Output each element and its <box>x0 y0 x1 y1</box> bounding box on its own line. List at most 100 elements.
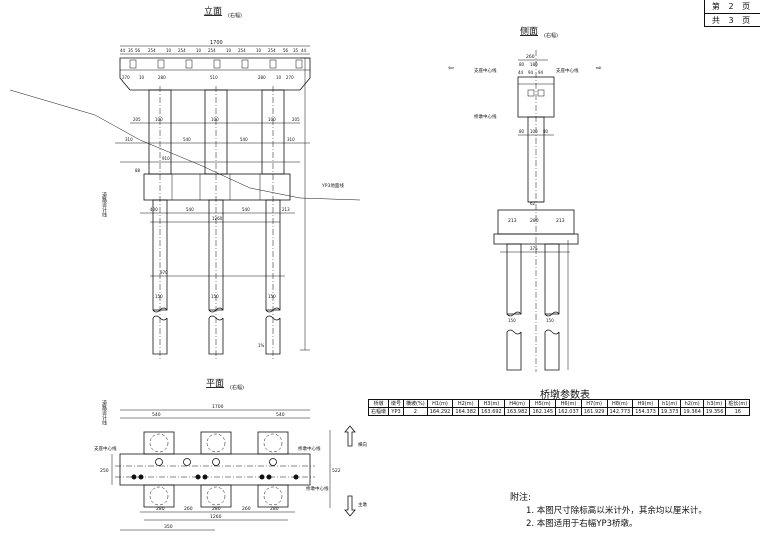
front-piles <box>152 199 281 355</box>
plan-bearings <box>131 458 299 480</box>
side-col-dim: 80 <box>519 129 525 134</box>
note-item: 2. 本图适用于右幅YP3桥墩。 <box>526 519 638 529</box>
note-item: 1. 本图尺寸除标高以米计外，其余均以厘米计。 <box>526 506 707 516</box>
side-right-arrow: ⇨ <box>596 64 602 72</box>
plan-bottom-dim: 280 <box>156 506 165 512</box>
param-header-cell: H8(m) <box>606 399 634 408</box>
front-dim-total: 1700 <box>210 40 223 46</box>
param-header-cell: H4(m) <box>503 399 531 408</box>
side-pier-center-label: 桥墩中心线 <box>474 113 497 120</box>
param-header-cell: H6(m) <box>555 399 582 408</box>
plan-direction-arrows: 横向 主墩 <box>344 425 367 517</box>
front-cap-dim: 280 <box>158 75 166 80</box>
param-header-cell: h3(m) <box>702 399 727 408</box>
front-pile-dims: 970 150 150 150 <box>150 270 285 299</box>
param-cell: 163.692 <box>478 407 505 416</box>
front-col-dim: 540 <box>183 137 191 142</box>
param-table-row: 右幅墩 YP3 2 164.292 164.382 163.692 163.98… <box>367 407 751 416</box>
param-header-cell: H7(m) <box>580 399 608 408</box>
front-top-dim: 10 <box>256 48 262 53</box>
param-header-cell: H1(m) <box>426 399 454 408</box>
param-header-cell: H2(m) <box>452 399 480 408</box>
param-cell: 19.356 <box>702 407 727 416</box>
param-cell: 右幅墩 <box>367 407 390 416</box>
front-mid-dim: 205 <box>133 117 141 122</box>
front-top-dim: 10 <box>196 48 202 53</box>
page-current: 第 2 页 <box>705 0 760 14</box>
front-beam-dim: 400 <box>150 207 158 212</box>
param-header-cell: 桩长(m) <box>725 399 751 408</box>
param-cell: 142.773 <box>606 407 634 416</box>
front-top-dim: 10 <box>166 48 172 53</box>
side-pile-dim: 150 <box>546 318 554 323</box>
notes: 附注: 1. 本图尺寸除标高以米计外，其余均以厘米计。 2. 本图适用于右幅YP… <box>510 492 707 531</box>
plan-pile-caps <box>143 431 289 508</box>
side-pile-dim: 150 <box>508 318 516 323</box>
page-number-box: 第 2 页 共 3 页 <box>704 0 760 27</box>
param-cell: 164.292 <box>426 407 454 416</box>
front-mid-dims: 205 100 100 100 205 310 540 540 310 910 … <box>115 117 310 173</box>
side-beam-dim: 213 <box>556 218 565 224</box>
notes-heading: 附注: <box>510 493 532 503</box>
side-pile-left <box>506 243 522 315</box>
front-col-dim: 310 <box>287 137 295 142</box>
front-ground-line <box>9 89 361 201</box>
front-view: 立面 (右幅) 1700 44 35 56 254 10 254 10 254 … <box>9 5 361 360</box>
plan-road-line-label: 道路设计线 <box>101 399 107 425</box>
param-table-title: 桥墩参数表 <box>540 390 590 401</box>
param-cell: 154.373 <box>632 407 659 416</box>
front-tie-beam <box>143 173 291 201</box>
side-beam-width: 375 <box>530 246 538 251</box>
front-pile-dim: 970 <box>160 270 168 275</box>
front-cap-dims: 270 10 280 510 280 10 270 <box>122 75 294 80</box>
side-top-dim: 260 <box>526 54 535 60</box>
front-cap-dim: 10 <box>139 75 145 80</box>
param-cell: 19.373 <box>657 407 682 416</box>
front-ground-label: YP3地面线 <box>321 182 344 189</box>
plan-view-title: 平面 <box>206 378 224 389</box>
side-col-dim: 100 <box>530 129 538 134</box>
front-mid-dim: 100 <box>268 117 276 122</box>
page-total: 共 3 页 <box>711 16 754 25</box>
side-beam-dim: 280 <box>530 218 539 224</box>
side-left-arrow: ⇦ <box>448 64 454 72</box>
front-pile-dim: 150 <box>155 294 163 299</box>
side-bearing-label: 支座中心线 <box>474 67 497 74</box>
front-top-dim: 254 <box>268 48 276 53</box>
plan-side-dim: 250 <box>100 468 109 474</box>
front-cap-beam <box>119 57 311 91</box>
front-top-dim: 254 <box>238 48 246 53</box>
front-road-label: 道路设计线 <box>101 191 107 217</box>
front-mid-dim: 205 <box>292 117 300 122</box>
side-cap-dim: 80 <box>519 62 525 67</box>
side-seat-dim: 94 <box>538 70 544 75</box>
plan-pier-label-2: 桥墩中心线 <box>306 485 329 492</box>
param-cell: 162.037 <box>555 407 582 416</box>
side-seat-dim: 94 <box>528 70 534 75</box>
plan-top-dim: 540 <box>276 412 285 418</box>
front-road-line: 道路设计线 <box>101 191 107 217</box>
front-pile-dim: 150 <box>211 294 219 299</box>
param-cell: 164.382 <box>452 407 480 416</box>
plan-arrow-down-label: 主墩 <box>358 501 367 508</box>
front-cap-dim: 10 <box>276 75 282 80</box>
plan-bottom-dim: 260 <box>184 506 193 512</box>
param-cell: 162.145 <box>529 407 557 416</box>
plan-side-dim: 522 <box>332 468 341 474</box>
front-top-dim: 44 <box>301 48 307 53</box>
front-top-dim: 254 <box>148 48 156 53</box>
front-top-dim: 254 <box>208 48 216 53</box>
front-beam-dims: 400 540 540 213 1260 <box>140 207 295 223</box>
front-top-dims: 44 35 56 254 10 254 10 254 10 254 10 254… <box>120 48 310 55</box>
front-elevation-mark: 1% <box>258 343 265 348</box>
param-cell: 16 <box>725 407 751 416</box>
param-header-cell: H3(m) <box>478 399 505 408</box>
front-cap-dim: 280 <box>258 75 266 80</box>
plan-view-subtitle: (右幅) <box>230 384 244 391</box>
front-lower-dim: 88 <box>135 168 141 173</box>
plan-bottom-dim: 260 <box>242 506 251 512</box>
front-view-subtitle: (右幅) <box>228 12 242 19</box>
front-top-dim: 44 <box>120 48 126 53</box>
param-cell: 19.364 <box>680 407 704 416</box>
